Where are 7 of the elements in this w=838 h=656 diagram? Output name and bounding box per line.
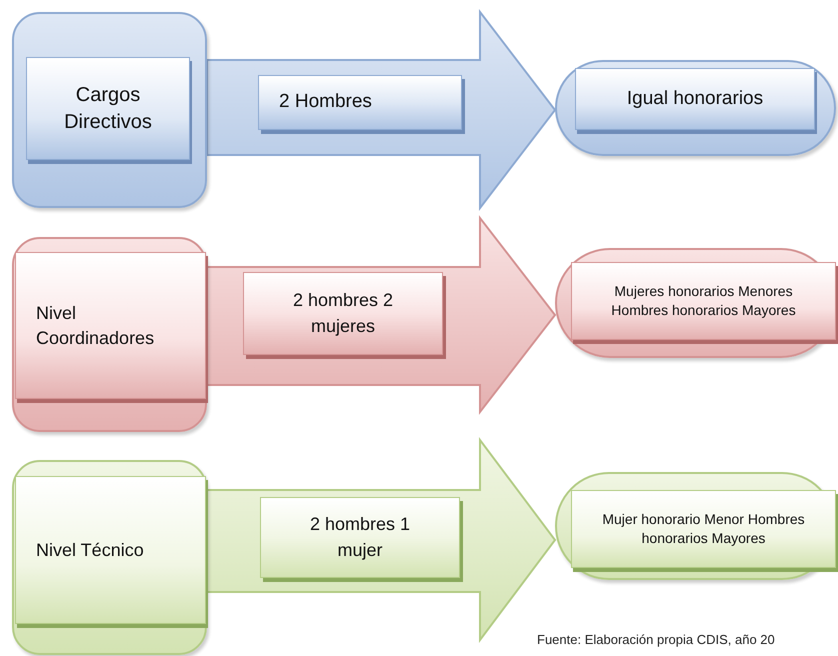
source-note: Fuente: Elaboración propia CDIS, año 20 [537, 632, 775, 647]
rounded-box [12, 460, 207, 655]
rounded-pill-shape [555, 248, 836, 358]
rounded-pill-shape [555, 472, 836, 580]
rounded-box [12, 12, 207, 208]
rounded-box [12, 237, 207, 432]
rounded-pill-shape [555, 60, 836, 156]
